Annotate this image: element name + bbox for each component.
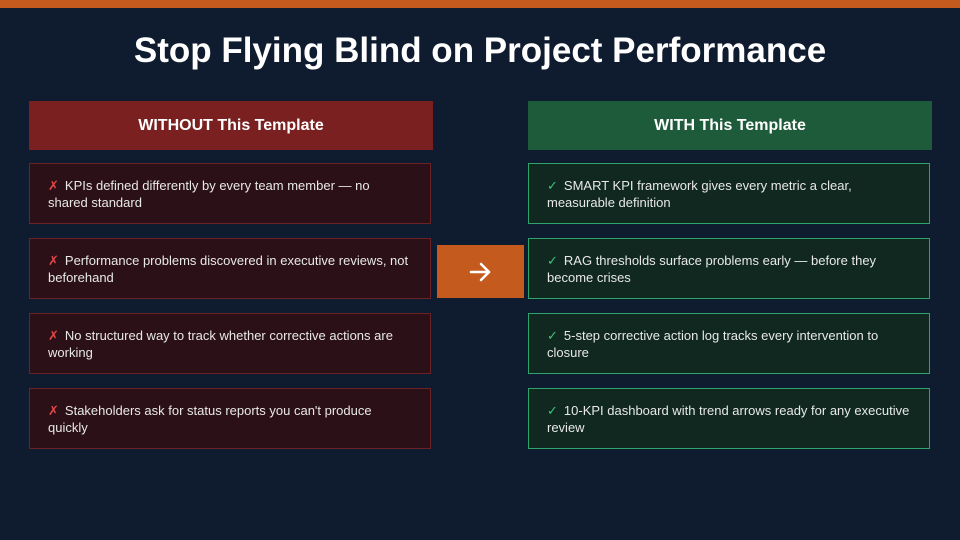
transition-arrow [437,245,524,298]
without-card-text: Stakeholders ask for status reports you … [48,403,372,435]
with-card: ✓RAG thresholds surface problems early —… [528,238,930,299]
top-accent-bar [0,0,960,8]
cross-icon: ✗ [48,178,59,193]
without-card: ✗Stakeholders ask for status reports you… [29,388,431,449]
with-card: ✓10-KPI dashboard with trend arrows read… [528,388,930,449]
without-header: WITHOUT This Template [29,101,433,150]
cross-icon: ✗ [48,328,59,343]
check-icon: ✓ [547,253,558,268]
without-card-text: Performance problems discovered in execu… [48,253,409,285]
without-card-text: KPIs defined differently by every team m… [48,178,370,210]
check-icon: ✓ [547,403,558,418]
with-header: WITH This Template [528,101,932,150]
with-card: ✓5-step corrective action log tracks eve… [528,313,930,374]
check-icon: ✓ [547,328,558,343]
cross-icon: ✗ [48,403,59,418]
without-card: ✗Performance problems discovered in exec… [29,238,431,299]
check-icon: ✓ [547,178,558,193]
without-column: WITHOUT This Template ✗KPIs defined diff… [29,101,433,449]
without-card-text: No structured way to track whether corre… [48,328,393,360]
cross-icon: ✗ [48,253,59,268]
with-card: ✓SMART KPI framework gives every metric … [528,163,930,224]
with-card-text: 5-step corrective action log tracks ever… [547,328,879,360]
page-title: Stop Flying Blind on Project Performance [133,31,827,70]
with-card-text: SMART KPI framework gives every metric a… [547,178,852,210]
arrow-right-icon [469,262,490,281]
with-card-text: 10-KPI dashboard with trend arrows ready… [547,403,910,435]
with-column: WITH This Template ✓SMART KPI framework … [528,101,932,449]
without-card: ✗No structured way to track whether corr… [29,313,431,374]
without-card: ✗KPIs defined differently by every team … [29,163,431,224]
with-card-text: RAG thresholds surface problems early — … [547,253,877,285]
